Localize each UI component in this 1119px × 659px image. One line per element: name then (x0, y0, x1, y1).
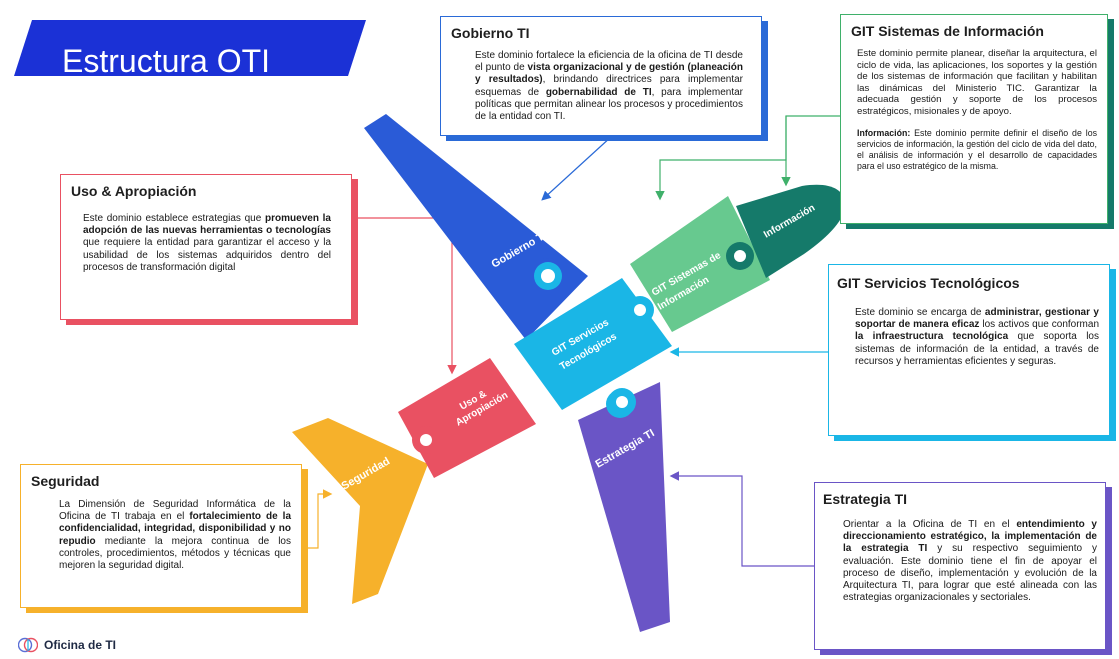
seguridad-description: La Dimensión de Seguridad Informática de… (59, 499, 291, 572)
estrategia-description: Orientar a la Oficina de TI en el entend… (843, 519, 1098, 604)
sistemas-description: Este dominio permite planear, diseñar la… (857, 48, 1097, 117)
servicios-heading: GIT Servicios Tecnológicos (837, 275, 1020, 291)
sistemas-heading: GIT Sistemas de Información (851, 23, 1044, 39)
connector-sistemas-2 (655, 116, 787, 201)
piece-sistemas (630, 196, 770, 332)
page-title: Estructura OTI (62, 43, 271, 79)
footer-text: Oficina de TI (44, 638, 117, 652)
estrategia-box: Estrategia TI Orientar a la Oficina de T… (814, 482, 1106, 650)
connector-seguridad (302, 489, 333, 549)
informacion-description: Información: Este dominio permite defini… (857, 127, 1097, 171)
brain-logo-icon (18, 637, 38, 653)
uso-box: Uso & Apropiación Este dominio establece… (60, 174, 352, 320)
connector-gobierno (541, 135, 613, 201)
gobierno-box: Gobierno TI Este dominio fortalece la ef… (440, 16, 762, 136)
piece-gobierno (364, 114, 588, 340)
uso-heading: Uso & Apropiación (71, 183, 197, 199)
servicios-box: GIT Servicios Tecnológicos Este dominio … (828, 264, 1110, 436)
uso-description: Este dominio establece estrategias que p… (83, 213, 331, 273)
sistemas-box: GIT Sistemas de Información Este dominio… (840, 14, 1108, 224)
seguridad-heading: Seguridad (31, 473, 100, 489)
piece-estrategia (578, 382, 670, 632)
gobierno-description: Este dominio fortalece la eficiencia de … (475, 50, 744, 123)
seguridad-box: Seguridad La Dimensión de Seguridad Info… (20, 464, 302, 608)
gobierno-heading: Gobierno TI (451, 25, 530, 41)
connector-uso (350, 217, 457, 375)
servicios-description: Este dominio se encarga de administrar, … (855, 307, 1100, 367)
footer-logo: Oficina de TI (18, 636, 116, 654)
piece-seguridad (292, 418, 428, 604)
connector-estrategia (669, 471, 818, 567)
estrategia-heading: Estrategia TI (823, 491, 908, 507)
piece-informacion (736, 184, 846, 278)
title-banner (14, 20, 366, 76)
connector-sistemas (781, 115, 848, 187)
